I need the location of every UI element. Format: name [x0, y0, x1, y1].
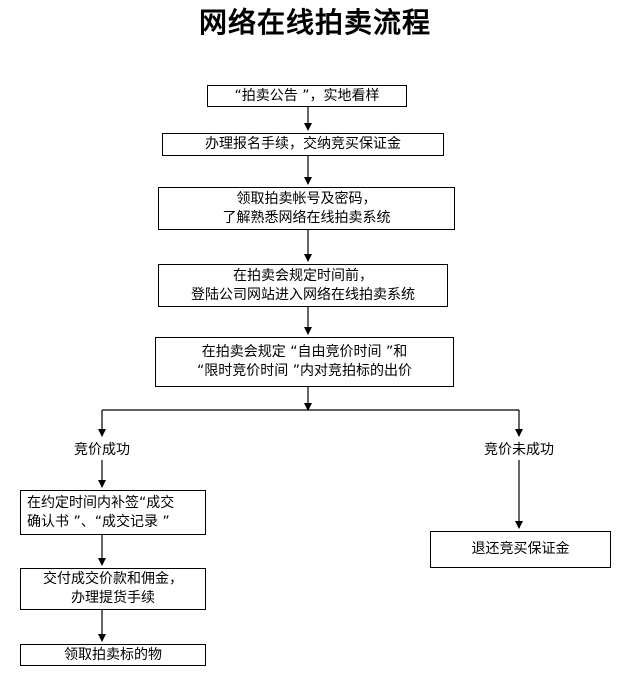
step-box-collect-item: 领取拍卖标的物 [20, 644, 206, 666]
step-text-line1: 在约定时间内补签“成交 [27, 494, 175, 511]
step-box-registration: 办理报名手续，交纳竞买保证金 [162, 133, 444, 156]
step-text-line1: 在拍卖会规定时间前， [233, 267, 373, 284]
step-text: 退还竞买保证金 [471, 541, 570, 557]
step-text: 办理报名手续，交纳竞买保证金 [205, 136, 401, 152]
step-box-payment-pickup: 交付成交价款和佣金， 办理提货手续 [20, 568, 206, 610]
page-title: 网络在线拍卖流程 [198, 6, 431, 39]
step-text-line2: 办理提货手续 [71, 590, 155, 606]
step-box-refund-deposit: 退还竞买保证金 [430, 531, 611, 568]
step-text: “拍卖公告 ”，实地看样 [234, 87, 380, 104]
step-text-line1: 在拍卖会规定 “自由竞价时间 ”和 [201, 344, 408, 360]
step-text-line2: “限时竞价时间 ”内对竞拍标的出价 [197, 363, 412, 379]
branch-label-success: 竞价成功 [74, 442, 130, 458]
step-text-line2: 了解熟悉网络在线拍卖系统 [222, 209, 391, 226]
step-text-line1: 领取拍卖帐号及密码， [236, 190, 377, 207]
step-box-sign-confirmation: 在约定时间内补签“成交 确认书 ”、“成交记录 ” [20, 490, 206, 535]
step-text: 领取拍卖标的物 [64, 646, 162, 663]
step-box-login-website: 在拍卖会规定时间前， 登陆公司网站进入网络在线拍卖系统 [158, 264, 448, 307]
step-box-bidding: 在拍卖会规定 “自由竞价时间 ”和 “限时竞价时间 ”内对竞拍标的出价 [155, 337, 454, 387]
step-box-auction-notice: “拍卖公告 ”，实地看样 [207, 85, 407, 107]
step-text-line2: 登陆公司网站进入网络在线拍卖系统 [191, 286, 415, 303]
step-text-line1: 交付成交价款和佣金， [43, 571, 183, 587]
step-box-account-password: 领取拍卖帐号及密码， 了解熟悉网络在线拍卖系统 [158, 187, 455, 230]
branch-label-fail: 竞价未成功 [484, 442, 554, 458]
step-text-line2: 确认书 ”、“成交记录 ” [27, 513, 170, 530]
